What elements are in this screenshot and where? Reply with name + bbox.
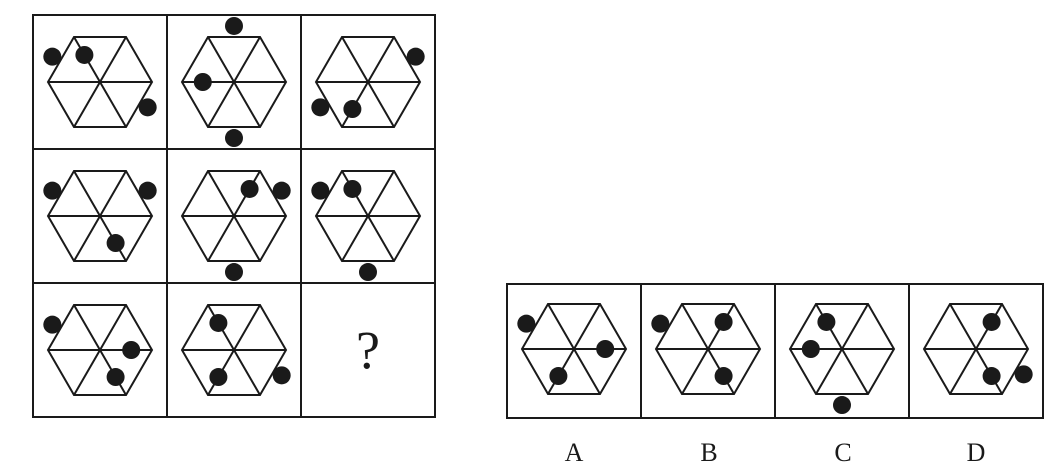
grid-cell-inner-dot bbox=[343, 100, 362, 119]
option-d-outer-dot bbox=[1014, 365, 1033, 384]
option-b[interactable] bbox=[651, 302, 762, 396]
option-d[interactable] bbox=[922, 302, 1033, 396]
grid-cell-inner-dot bbox=[75, 45, 94, 64]
option-label-c[interactable]: C bbox=[834, 438, 851, 467]
grid-cell-inner-dot bbox=[193, 73, 212, 91]
grid-cell-outer-dot bbox=[43, 315, 62, 334]
option-d-inner-dot bbox=[982, 312, 1001, 331]
grid-cell-inner-dot bbox=[240, 179, 259, 198]
grid-border bbox=[32, 14, 436, 418]
option-c[interactable] bbox=[788, 302, 896, 415]
grid-cell-1-1 bbox=[43, 35, 157, 129]
grid-cell-inner-dot bbox=[209, 313, 228, 332]
grid-cell-outer-dot bbox=[225, 129, 243, 148]
grid-cell-outer-dot bbox=[311, 98, 330, 117]
grid-cell-inner-dot bbox=[106, 368, 125, 387]
option-c-hexagon-diagonal bbox=[815, 303, 869, 395]
grid-cell-hexagon-diagonal bbox=[73, 304, 127, 396]
option-c-outer-dot bbox=[833, 396, 851, 415]
grid-cell-3-3: ? bbox=[356, 320, 380, 380]
grid-cell-outer-dot bbox=[359, 263, 377, 282]
puzzle-grid: ? bbox=[32, 14, 436, 418]
answer-options bbox=[506, 283, 1044, 419]
option-b-inner-dot bbox=[714, 312, 733, 331]
grid-cell-2-2 bbox=[180, 169, 291, 282]
grid-cell-hexagon-diagonal bbox=[207, 36, 261, 128]
option-label-b[interactable]: B bbox=[700, 438, 717, 467]
grid-cell-1-3 bbox=[311, 35, 425, 129]
grid-cell-hexagon-diagonal bbox=[73, 170, 127, 262]
option-a-inner-dot bbox=[549, 367, 568, 386]
grid-cell-outer-dot bbox=[225, 263, 243, 282]
grid-cell-outer-dot bbox=[43, 47, 62, 66]
missing-cell-question-mark: ? bbox=[356, 320, 380, 380]
grid-cell-outer-dot bbox=[225, 16, 243, 35]
grid-cell-inner-dot bbox=[106, 234, 125, 253]
grid-cell-outer-dot bbox=[43, 181, 62, 200]
option-c-inner-dot bbox=[817, 312, 836, 331]
grid-cell-outer-dot bbox=[406, 47, 425, 66]
grid-cell-3-2 bbox=[180, 303, 291, 397]
option-labels: A B C D bbox=[565, 438, 986, 467]
grid-cell-3-1 bbox=[43, 303, 154, 397]
grid-cell-inner-dot bbox=[122, 341, 141, 359]
option-a-inner-dot bbox=[596, 340, 615, 358]
grid-cell-2-3 bbox=[311, 169, 422, 282]
option-b-inner-dot bbox=[714, 367, 733, 386]
grid-cell-outer-dot bbox=[138, 98, 157, 117]
grid-cell-hexagon-diagonal bbox=[341, 170, 395, 262]
grid-cell-outer-dot bbox=[311, 181, 330, 200]
grid-cell-2-1 bbox=[43, 169, 157, 263]
option-b-outer-dot bbox=[651, 314, 670, 333]
option-a[interactable] bbox=[517, 302, 628, 396]
option-c-inner-dot bbox=[801, 340, 820, 358]
grid-cell-inner-dot bbox=[343, 179, 362, 198]
option-d-inner-dot bbox=[982, 367, 1001, 386]
grid-cell-inner-dot bbox=[209, 368, 228, 387]
grid-cell-hexagon-diagonal bbox=[73, 36, 127, 128]
grid-cell-outer-dot bbox=[272, 366, 291, 385]
grid-cell-outer-dot bbox=[138, 181, 157, 200]
grid-cell-outer-dot bbox=[272, 181, 291, 200]
option-a-outer-dot bbox=[517, 314, 536, 333]
option-label-d[interactable]: D bbox=[967, 438, 986, 467]
grid-cell-1-2 bbox=[180, 16, 288, 148]
option-label-a[interactable]: A bbox=[565, 438, 584, 467]
